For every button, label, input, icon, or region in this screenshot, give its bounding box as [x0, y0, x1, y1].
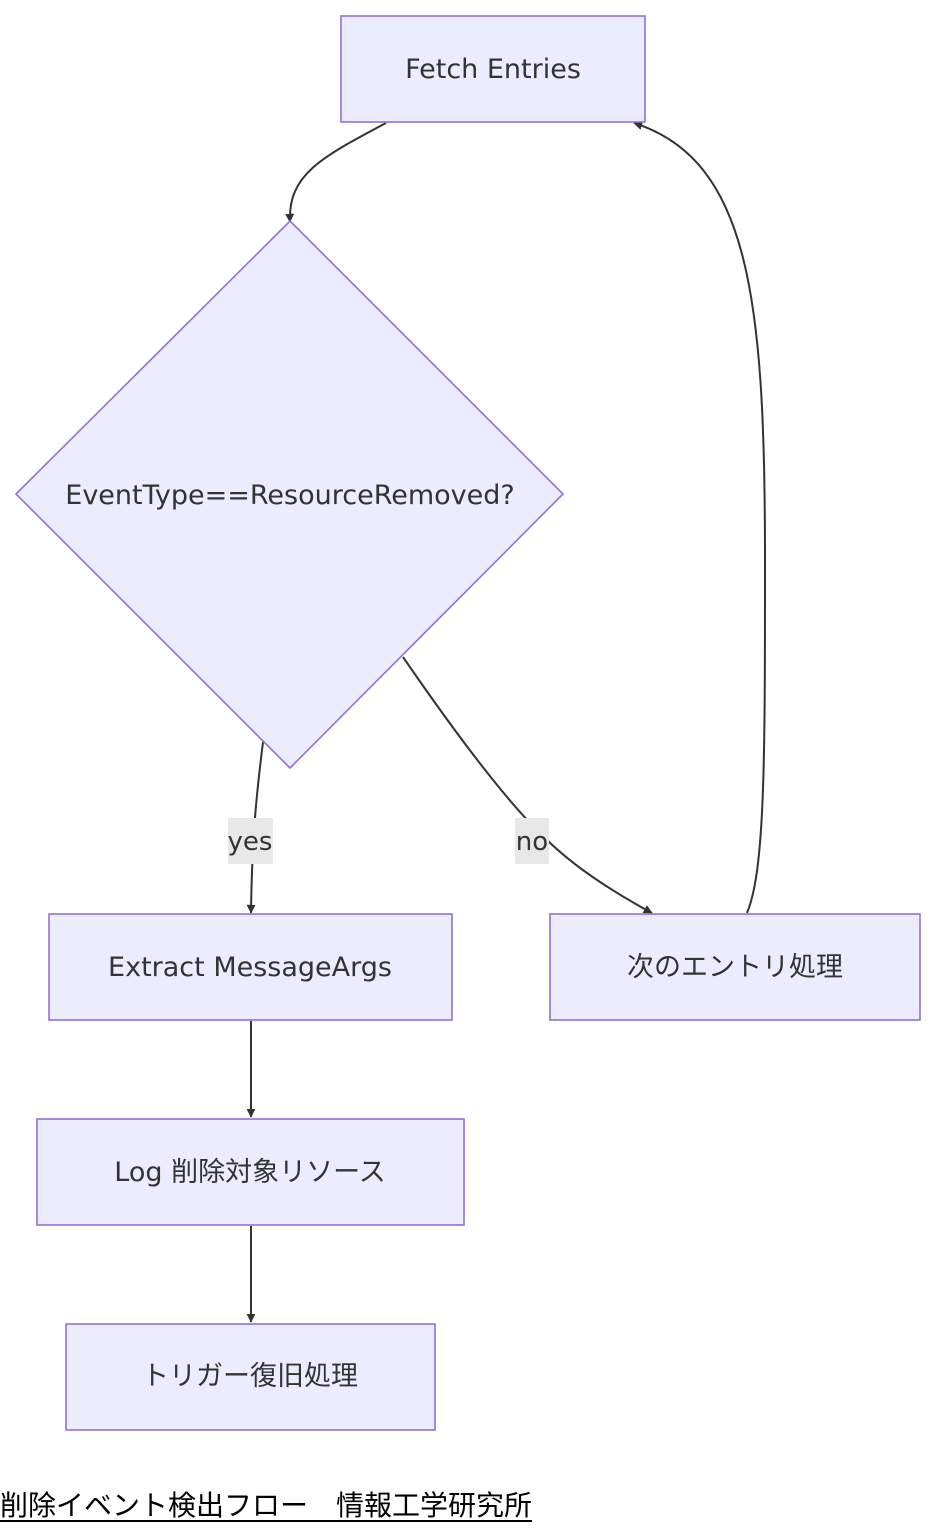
edge-label-no: no: [515, 818, 549, 864]
node-trigger-recovery[interactable]: トリガー復旧処理: [65, 1323, 436, 1431]
edge-label-no-text: no: [516, 827, 548, 857]
node-decision-eventtype-label: EventType==ResourceRemoved?: [65, 480, 514, 511]
node-fetch-entries-label: Fetch Entries: [405, 54, 581, 85]
edge-decision-to-extract-yes: [246, 741, 264, 914]
edge-label-yes-text: yes: [228, 827, 273, 857]
node-log-target-resource-label: Log 削除対象リソース: [114, 1157, 385, 1188]
node-next-entry-label: 次のエントリ処理: [627, 952, 843, 983]
node-trigger-recovery-label: トリガー復旧処理: [142, 1361, 358, 1392]
edge-decision-to-next-no: [402, 656, 653, 914]
node-extract-messageargs-label: Extract MessageArgs: [108, 952, 392, 983]
edge-fetch-to-decision: [285, 122, 387, 223]
node-fetch-entries[interactable]: Fetch Entries: [340, 15, 646, 123]
node-log-target-resource[interactable]: Log 削除対象リソース: [36, 1118, 465, 1226]
node-decision-eventtype[interactable]: EventType==ResourceRemoved?: [14, 219, 565, 770]
node-extract-messageargs[interactable]: Extract MessageArgs: [48, 913, 453, 1021]
edge-label-yes: yes: [228, 818, 273, 864]
diagram-caption: 削除イベント検出フロー 情報工学研究所: [0, 1489, 533, 1522]
node-next-entry[interactable]: 次のエントリ処理: [549, 913, 921, 1021]
edge-next-to-fetch-loop: [633, 121, 767, 914]
